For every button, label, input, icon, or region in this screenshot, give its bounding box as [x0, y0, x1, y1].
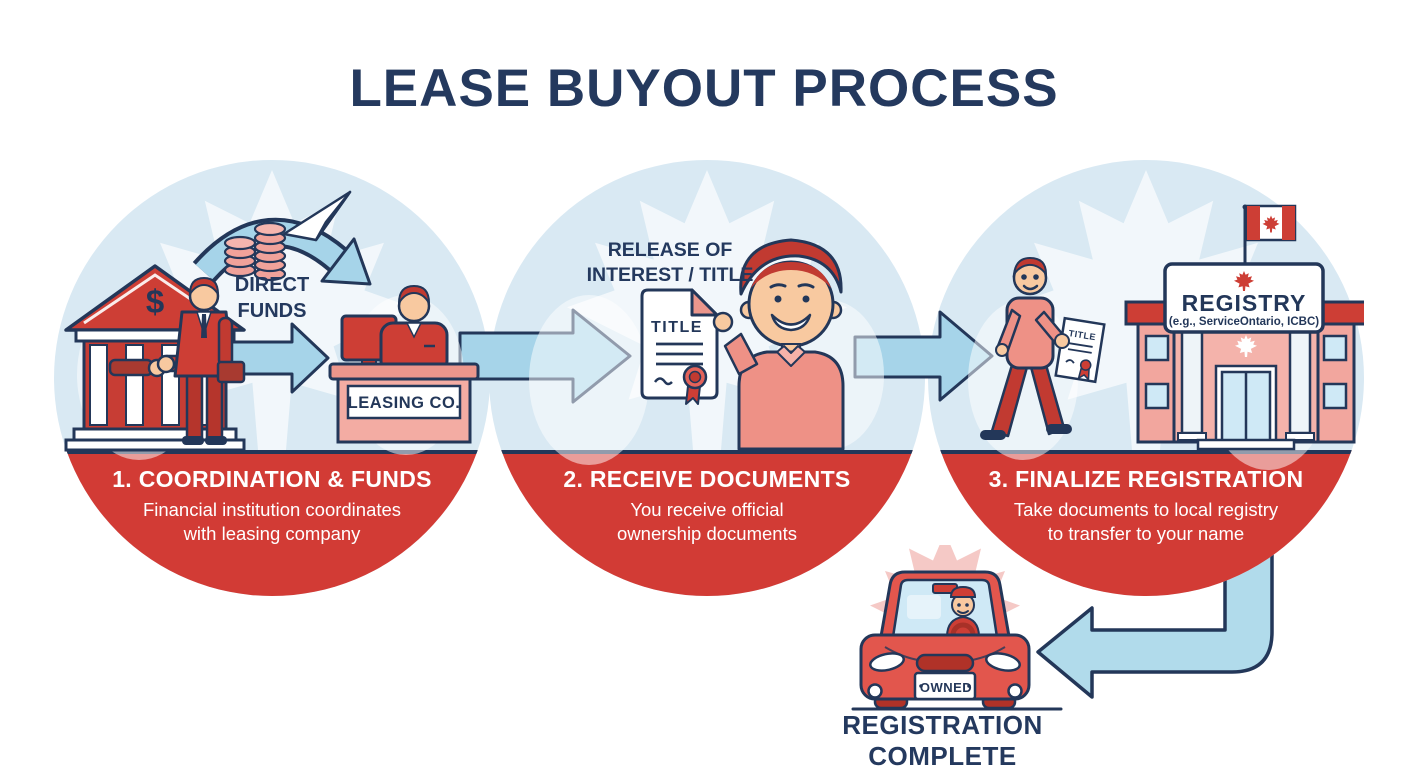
small-document-title-label: TITLE	[1068, 328, 1097, 342]
step-2-heading: 2. RECEIVE DOCUMENTS	[563, 466, 851, 492]
wall-maple-leaf-icon	[1235, 335, 1257, 357]
desk-icon	[328, 362, 480, 381]
step-3-illustration: REGISTRY (e.g., ServiceOntario, ICBC) TI…	[968, 204, 1364, 470]
car-icon: OWNED	[851, 545, 1063, 711]
paper-plane-icon	[282, 190, 352, 242]
bank-dollar-symbol: $	[146, 283, 164, 320]
license-plate: OWNED	[913, 671, 977, 701]
step-1-caption: 1. COORDINATION & FUNDS Financial instit…	[54, 450, 490, 596]
registry-sign-sublabel: (e.g., ServiceOntario, ICBC)	[1169, 316, 1319, 328]
step-2-desc-line1: You receive official	[630, 499, 784, 520]
step-3-desc-line2: to transfer to your name	[1047, 523, 1245, 545]
step-1-desc-line1: Financial institution coordinates	[142, 499, 402, 520]
small-title-document-icon: TITLE	[1054, 316, 1106, 384]
driver-icon	[945, 585, 981, 648]
registration-complete-label: REGISTRATION COMPLETE	[842, 710, 1043, 768]
step-1-illustration: $	[64, 190, 480, 460]
leasing-desk-sign	[346, 384, 462, 420]
happy-owner-icon	[712, 238, 845, 451]
direct-funds-label: DIRECT FUNDS	[234, 274, 310, 322]
document-title-label: TITLE	[651, 319, 703, 336]
registry-sign-label: REGISTRY	[1182, 290, 1307, 316]
sign-maple-leaf-icon	[1234, 271, 1254, 291]
step-2-desc-line2: ownership documents	[617, 523, 797, 545]
registry-sign: REGISTRY (e.g., ServiceOntario, ICBC)	[1163, 262, 1325, 334]
step-2-caption: 2. RECEIVE DOCUMENTS You receive officia…	[489, 450, 925, 596]
businessman-icon	[173, 276, 246, 445]
canada-flag-icon	[1242, 204, 1297, 268]
elbow-arrow-icon	[1036, 498, 1274, 699]
leasing-agent-icon: LEASING CO.	[328, 284, 480, 444]
step-1-heading: 1. COORDINATION & FUNDS	[112, 466, 432, 492]
step-2-illustration: TITLE	[529, 238, 884, 465]
step-3-desc-line1: Take documents to local registry	[1013, 499, 1279, 520]
step-3-heading: 3. FINALIZE REGISTRATION	[988, 466, 1304, 492]
step-2-circle: 2. RECEIVE DOCUMENTS You receive officia…	[489, 160, 925, 596]
walking-owner-icon: TITLE	[980, 256, 1106, 440]
step-1-desc-line2: with leasing company	[183, 523, 361, 545]
coins-icon	[223, 221, 287, 282]
leasing-sign-label: LEASING CO.	[348, 394, 461, 412]
step-3-caption: 3. FINALIZE REGISTRATION Take documents …	[928, 450, 1364, 596]
release-of-interest-label: RELEASE OF INTEREST / TITLE	[586, 239, 754, 287]
document-seal-icon	[682, 364, 708, 405]
license-plate-label: OWNED	[920, 680, 972, 695]
title-document-icon: TITLE	[640, 288, 719, 405]
page-title: LEASE BUYOUT PROCESS	[349, 59, 1059, 118]
